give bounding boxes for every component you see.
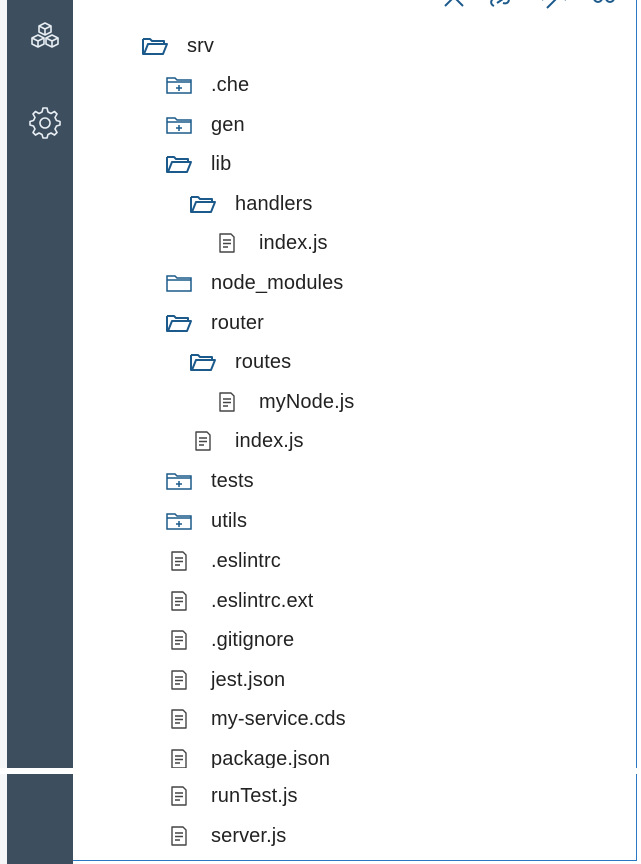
tree-folder-row[interactable]: router [165,307,264,339]
tree-item-label: jest.json [211,668,286,691]
divider [0,768,641,774]
tree-item-label: srv [187,34,214,57]
tree-file-row[interactable]: .eslintrc.ext [165,585,313,617]
tree-folder-row[interactable]: routes [189,346,291,378]
explorer-panel: srv .che gen lib handlers index.js node_… [73,0,637,861]
file-icon [165,589,193,613]
tree-item-label: tests [211,469,254,492]
more-icon[interactable] [589,0,619,10]
tree-item-label: server.js [211,824,287,847]
tree-item-label: myNode.js [259,390,355,413]
tree-item-label: utils [211,509,248,532]
activity-bar [7,0,73,864]
packages-icon[interactable] [27,20,63,56]
tree-file-row[interactable]: my-service.cds [165,703,346,735]
tree-folder-row[interactable]: lib [165,148,231,180]
tree-folder-row[interactable]: node_modules [165,267,343,299]
file-icon [165,628,193,652]
folder-open-icon [165,152,193,176]
tree-folder-row[interactable]: utils [165,505,247,537]
tree-item-label: node_modules [211,271,344,294]
file-icon [165,549,193,573]
tree-file-row[interactable]: .gitignore [165,624,294,656]
gear-icon[interactable] [27,104,63,140]
tree-item-label: .gitignore [211,628,295,651]
tree-item-label: .eslintrc [211,549,281,572]
tree-file-row[interactable]: server.js [165,820,286,852]
tree-folder-row[interactable]: srv [141,30,214,62]
tree-item-label: runTest.js [211,784,298,807]
tree-file-row[interactable]: jest.json [165,664,285,696]
tree-file-row[interactable]: myNode.js [213,386,354,418]
file-icon [189,429,217,453]
tree-item-label: routes [235,350,292,373]
hide-icon[interactable] [539,0,569,10]
tree-folder-row[interactable]: tests [165,465,254,497]
file-icon [165,824,193,848]
file-icon [165,707,193,731]
tree-item-label: handlers [235,192,313,215]
tree-file-row[interactable]: .eslintrc [165,545,281,577]
file-icon [213,390,241,414]
tree-item-label: .che [211,73,250,96]
collapse-icon[interactable] [439,0,469,10]
folder-open-icon [189,350,217,374]
tree-file-row[interactable]: runTest.js [165,780,298,812]
file-icon [213,231,241,255]
tree-item-label: gen [211,113,245,136]
folder-collapsed-plus-icon [165,509,193,533]
tree-folder-row[interactable]: gen [165,109,245,141]
tree-item-label: router [211,311,264,334]
tree-item-label: index.js [235,429,304,452]
link-icon[interactable] [485,0,515,10]
tree-file-row[interactable]: index.js [189,425,304,457]
tree-file-row[interactable]: package.json [165,743,330,775]
tree-folder-row[interactable]: handlers [189,188,313,220]
tree-folder-row[interactable]: .che [165,69,249,101]
tree-item-label: index.js [259,231,328,254]
folder-collapsed-plus-icon [165,113,193,137]
tree-item-label: .eslintrc.ext [211,589,314,612]
tree-item-label: my-service.cds [211,707,346,730]
file-icon [165,784,193,808]
folder-empty-icon [165,271,193,295]
tree-item-label: package.json [211,747,331,770]
tree-file-row[interactable]: index.js [213,227,328,259]
file-icon [165,668,193,692]
folder-open-icon [165,311,193,335]
folder-collapsed-plus-icon [165,73,193,97]
folder-collapsed-plus-icon [165,469,193,493]
folder-open-icon [141,34,169,58]
file-icon [165,747,193,771]
tree-item-label: lib [211,152,232,175]
folder-open-icon [189,192,217,216]
